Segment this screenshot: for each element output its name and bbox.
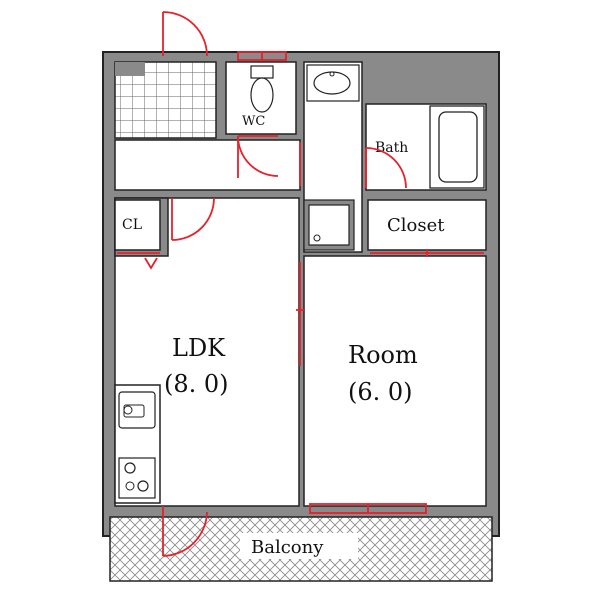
balcony-label: Balcony [251, 537, 324, 558]
ldk-size: (8. 0) [164, 370, 229, 398]
room-label: Room [348, 341, 418, 369]
entrance-notch [115, 62, 145, 76]
wc-label: WC [242, 114, 265, 129]
room-size: (6. 0) [348, 378, 413, 406]
balcony-label-bg [240, 533, 358, 559]
cl-closet-inner [114, 199, 161, 251]
bedroom [303, 255, 487, 507]
bath-label: Bath [375, 140, 408, 156]
cl-label-inner: CL [122, 217, 142, 233]
toilet-icon [250, 65, 274, 113]
washing-machine-pan-icon [303, 199, 355, 251]
entry-hall [114, 139, 301, 191]
closet-label: Closet [387, 215, 445, 236]
washbasin-icon [306, 64, 360, 102]
stove-icon [118, 457, 156, 499]
door-swings [117, 11, 484, 557]
ldk-label: LDK [172, 334, 226, 362]
bathtub-icon [429, 105, 485, 189]
